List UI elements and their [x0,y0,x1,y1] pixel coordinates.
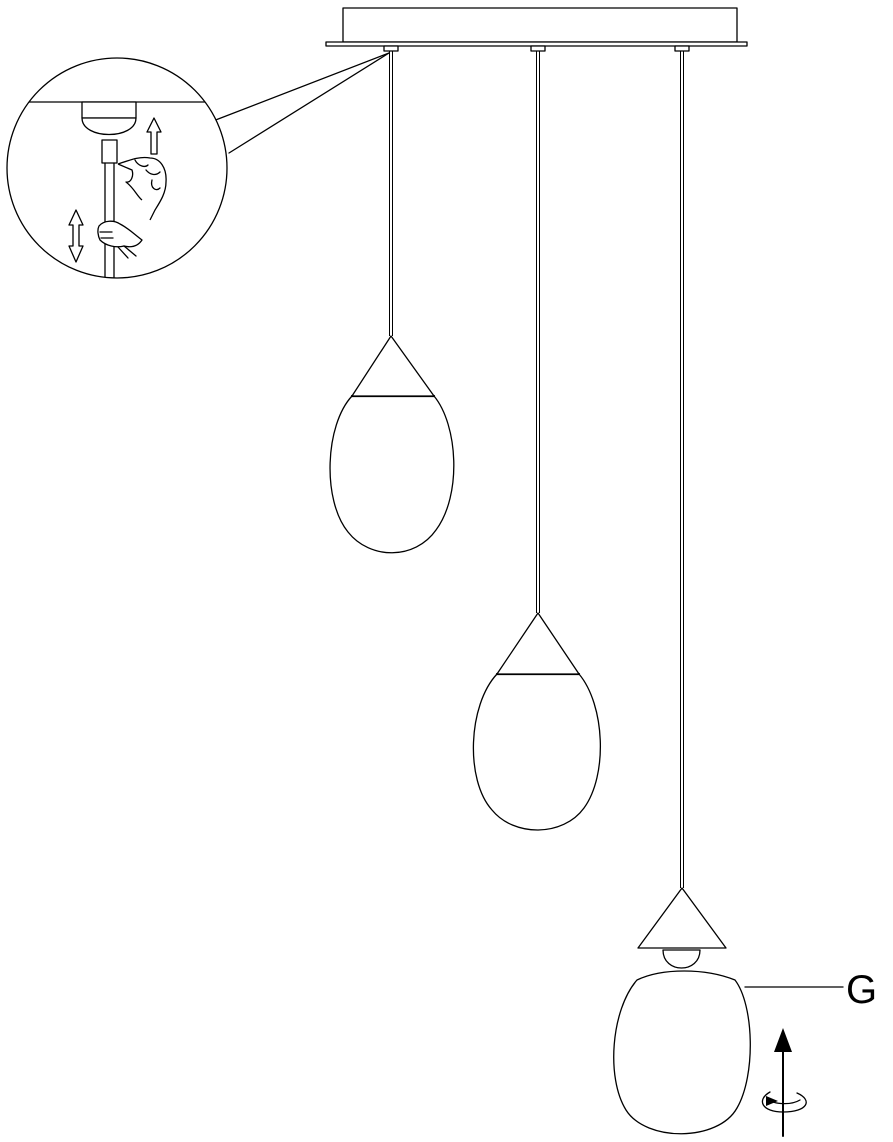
teardrop-glass-shade-icon [329,394,455,554]
rotate-arrow-icon [761,1091,807,1113]
pendant-cord-icon [680,51,684,888]
double-arrow-icon [68,209,84,263]
up-arrow-icon [146,117,162,155]
pendant-cord-icon [389,51,393,336]
part-g-callout: G [744,968,877,1012]
pendant-1 [329,51,455,554]
light-bulb-icon [662,949,701,969]
detail-leader-lines [212,52,390,154]
part-g-label: G [846,968,877,1012]
cone-lamp-holder-icon [351,335,435,397]
pendant-3 [613,51,751,1135]
teardrop-glass-shade-icon [472,672,602,831]
detail-magnifier [6,57,228,279]
pendant-cord-icon [536,51,540,613]
up-arrow-icon [774,1028,792,1137]
hand-icon [97,220,143,259]
teardrop-glass-shade-icon [613,970,751,1135]
cone-lamp-holder-icon [637,887,727,949]
pendant-2 [472,51,602,831]
cord-fittings [383,45,690,52]
canopy-icon [325,7,748,47]
hand-icon [117,156,167,221]
cone-lamp-holder-icon [496,612,580,675]
